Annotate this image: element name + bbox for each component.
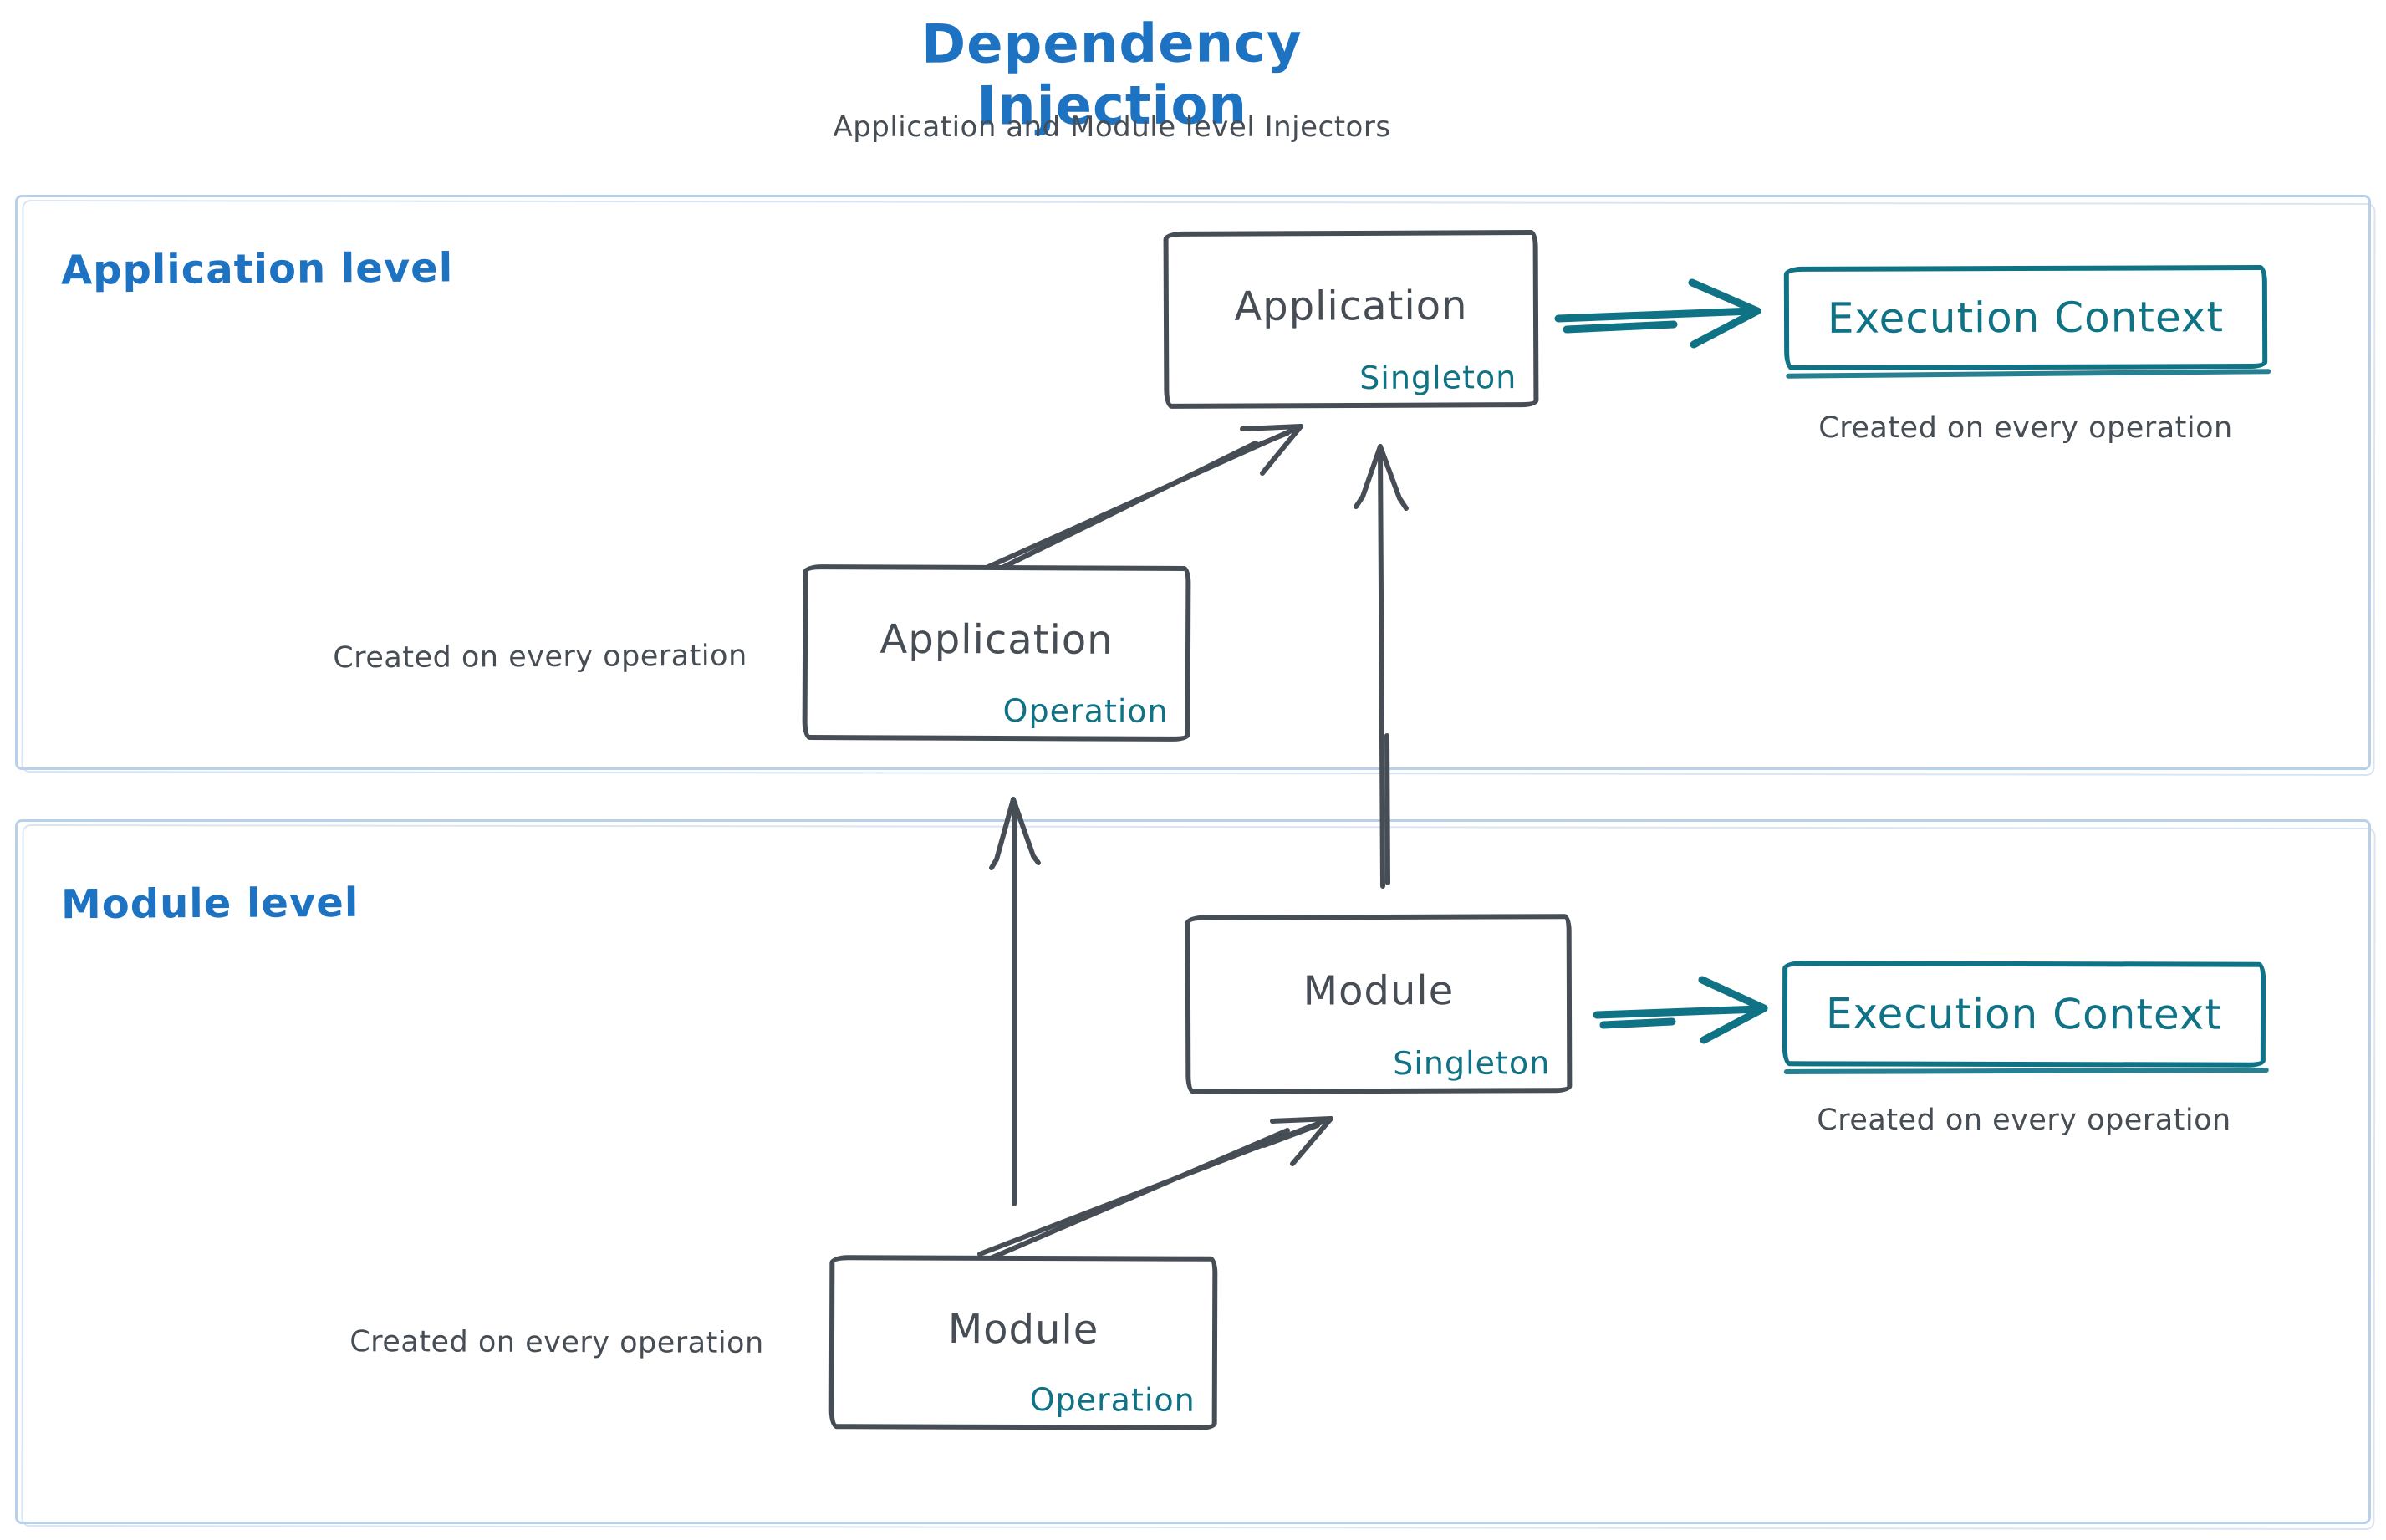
node-title: Module <box>1303 967 1455 1015</box>
execution-context-title: Execution Context <box>1827 293 2225 343</box>
app-operation-caption: Created on every operation <box>333 639 747 676</box>
node-title: Application <box>1234 282 1468 330</box>
node-scope-badge: Singleton <box>1393 1044 1551 1082</box>
node-title: Module <box>947 1306 1099 1354</box>
app-execution-context-box: Execution Context <box>1783 264 2268 371</box>
app-execution-context-caption: Created on every operation <box>1818 411 2233 445</box>
module-execution-context-box: Execution Context <box>1782 961 2266 1068</box>
node-title: Application <box>879 615 1114 664</box>
node-scope-badge: Singleton <box>1359 359 1517 396</box>
page-subtitle: Application and Module level Injectors <box>833 110 1391 144</box>
application-level-label: Application level <box>60 244 454 294</box>
module-operation-box: Module Operation <box>828 1255 1218 1430</box>
module-execution-context-caption: Created on every operation <box>1817 1104 2231 1137</box>
app-operation-box: Application Operation <box>802 563 1191 742</box>
module-operation-caption: Created on every operation <box>349 1325 764 1360</box>
region-application-level: Application level <box>15 195 2371 770</box>
region-module-level: Module level <box>15 819 2371 1524</box>
module-level-label: Module level <box>60 879 359 929</box>
module-singleton-box: Module Singleton <box>1185 914 1573 1094</box>
node-scope-badge: Operation <box>1002 692 1169 730</box>
execution-context-title: Execution Context <box>1825 989 2223 1039</box>
node-scope-badge: Operation <box>1029 1381 1196 1419</box>
app-singleton-box: Application Singleton <box>1163 230 1539 409</box>
